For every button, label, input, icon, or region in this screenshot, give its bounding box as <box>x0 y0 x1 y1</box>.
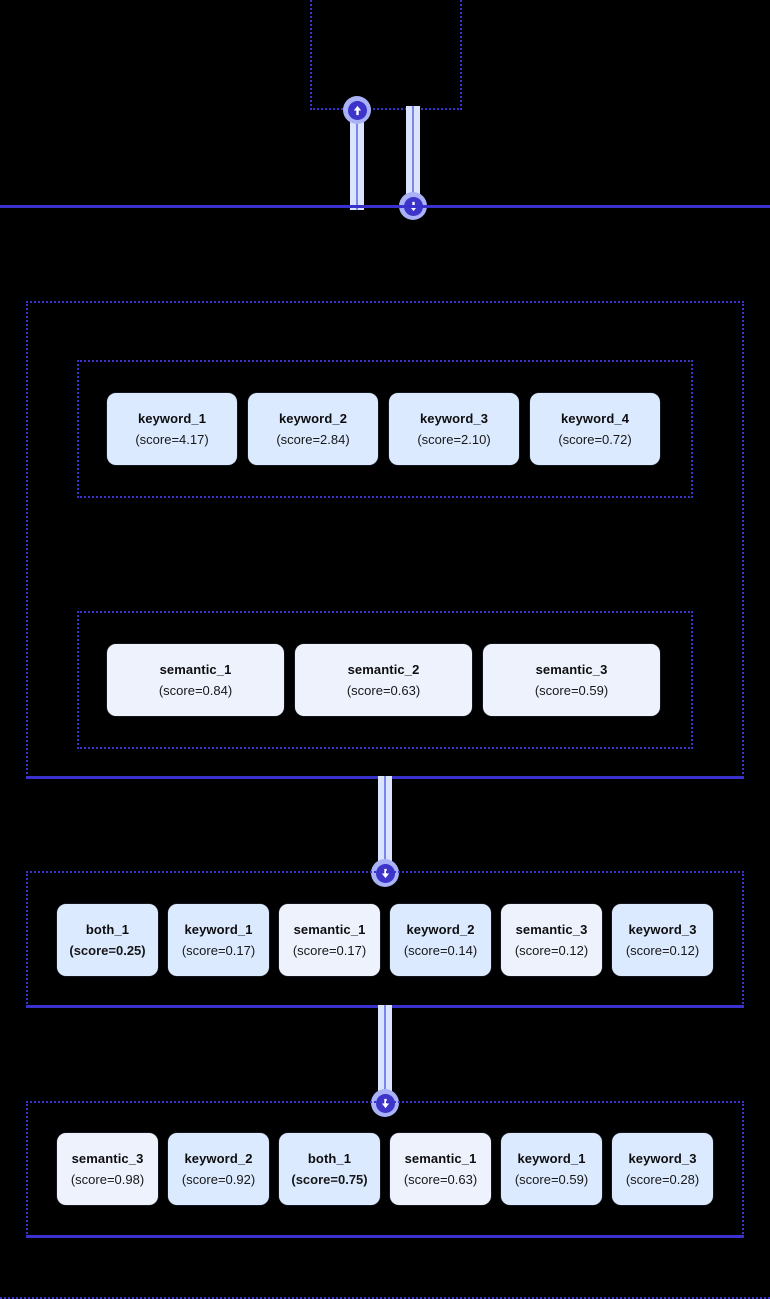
node-keyword-3[interactable]: keyword_3 (score=2.10) <box>389 393 519 465</box>
node-fusion-6[interactable]: keyword_3 (score=0.12) <box>612 904 713 976</box>
node-score: (score=0.92) <box>181 1171 256 1187</box>
node-score: (score=0.98) <box>70 1171 145 1187</box>
node-label: semantic_1 <box>159 661 232 677</box>
node-semantic-3[interactable]: semantic_3 (score=0.59) <box>483 644 660 716</box>
arrow-down-marker-rerank <box>371 1089 399 1117</box>
node-score: (score=0.59) <box>534 682 609 698</box>
node-fusion-2[interactable]: keyword_1 (score=0.17) <box>168 904 269 976</box>
node-label: both_1 <box>307 1150 352 1166</box>
node-label: keyword_3 <box>628 1150 697 1166</box>
rerank-bottom-rule <box>26 1235 744 1238</box>
node-label: semantic_3 <box>535 661 608 677</box>
query-node[interactable] <box>310 0 462 110</box>
node-score: (score=0.14) <box>403 942 478 958</box>
node-score: (score=0.63) <box>403 1171 478 1187</box>
node-label: semantic_2 <box>347 661 420 677</box>
node-rerank-1[interactable]: semantic_3 (score=0.98) <box>57 1133 158 1205</box>
pipeline-container <box>0 206 770 1299</box>
node-score: (score=4.17) <box>135 431 209 447</box>
node-rerank-2[interactable]: keyword_2 (score=0.92) <box>168 1133 269 1205</box>
arrow-up-icon <box>347 100 367 120</box>
node-label: semantic_3 <box>515 921 588 937</box>
arrow-down-marker-fusion <box>371 859 399 887</box>
node-label: semantic_1 <box>293 921 366 937</box>
edge-fusion-to-rerank <box>378 1005 392 1105</box>
arrow-up-marker <box>343 96 371 124</box>
node-label: keyword_3 <box>628 921 697 937</box>
node-label: keyword_2 <box>184 1150 253 1166</box>
pipeline-top-rule <box>0 205 770 208</box>
node-label: semantic_3 <box>71 1150 144 1166</box>
node-rerank-6[interactable]: keyword_3 (score=0.28) <box>612 1133 713 1205</box>
node-fusion-5[interactable]: semantic_3 (score=0.12) <box>501 904 602 976</box>
node-score: (score=0.25) <box>69 942 146 958</box>
node-fusion-4[interactable]: keyword_2 (score=0.14) <box>390 904 491 976</box>
node-fusion-3[interactable]: semantic_1 (score=0.17) <box>279 904 380 976</box>
edge-query-down <box>406 106 420 210</box>
retrieval-stage <box>26 301 744 778</box>
node-score: (score=0.72) <box>558 431 632 447</box>
node-score: (score=0.75) <box>291 1171 368 1187</box>
node-label: keyword_4 <box>560 410 630 426</box>
keyword-results-group <box>77 360 693 498</box>
node-label: keyword_3 <box>419 410 489 426</box>
node-score: (score=0.17) <box>181 942 256 958</box>
node-label: semantic_1 <box>404 1150 477 1166</box>
node-label: keyword_1 <box>517 1150 586 1166</box>
edge-query-up <box>350 106 364 210</box>
node-score: (score=0.63) <box>346 682 421 698</box>
node-semantic-1[interactable]: semantic_1 (score=0.84) <box>107 644 284 716</box>
node-label: keyword_2 <box>278 410 348 426</box>
rerank-stage <box>26 1101 744 1237</box>
node-keyword-2[interactable]: keyword_2 (score=2.84) <box>248 393 378 465</box>
arrow-down-icon <box>375 1093 395 1113</box>
node-rerank-5[interactable]: keyword_1 (score=0.59) <box>501 1133 602 1205</box>
node-rerank-3[interactable]: both_1 (score=0.75) <box>279 1133 380 1205</box>
node-score: (score=2.10) <box>417 431 491 447</box>
node-score: (score=0.12) <box>625 942 700 958</box>
node-label: keyword_1 <box>184 921 253 937</box>
node-keyword-4[interactable]: keyword_4 (score=0.72) <box>530 393 660 465</box>
node-rerank-4[interactable]: semantic_1 (score=0.63) <box>390 1133 491 1205</box>
node-fusion-1[interactable]: both_1 (score=0.25) <box>57 904 158 976</box>
node-label: both_1 <box>85 921 130 937</box>
edge-retrieval-to-fusion <box>378 776 392 876</box>
node-semantic-2[interactable]: semantic_2 (score=0.63) <box>295 644 472 716</box>
node-label: keyword_1 <box>137 410 207 426</box>
arrow-down-icon <box>375 863 395 883</box>
node-score: (score=0.84) <box>158 682 233 698</box>
fusion-stage <box>26 871 744 1007</box>
node-score: (score=0.28) <box>625 1171 700 1187</box>
node-keyword-1[interactable]: keyword_1 (score=4.17) <box>107 393 237 465</box>
node-score: (score=0.17) <box>292 942 367 958</box>
node-label: keyword_2 <box>406 921 475 937</box>
node-score: (score=0.59) <box>514 1171 589 1187</box>
semantic-results-group <box>77 611 693 749</box>
node-score: (score=2.84) <box>276 431 350 447</box>
node-score: (score=0.12) <box>514 942 589 958</box>
